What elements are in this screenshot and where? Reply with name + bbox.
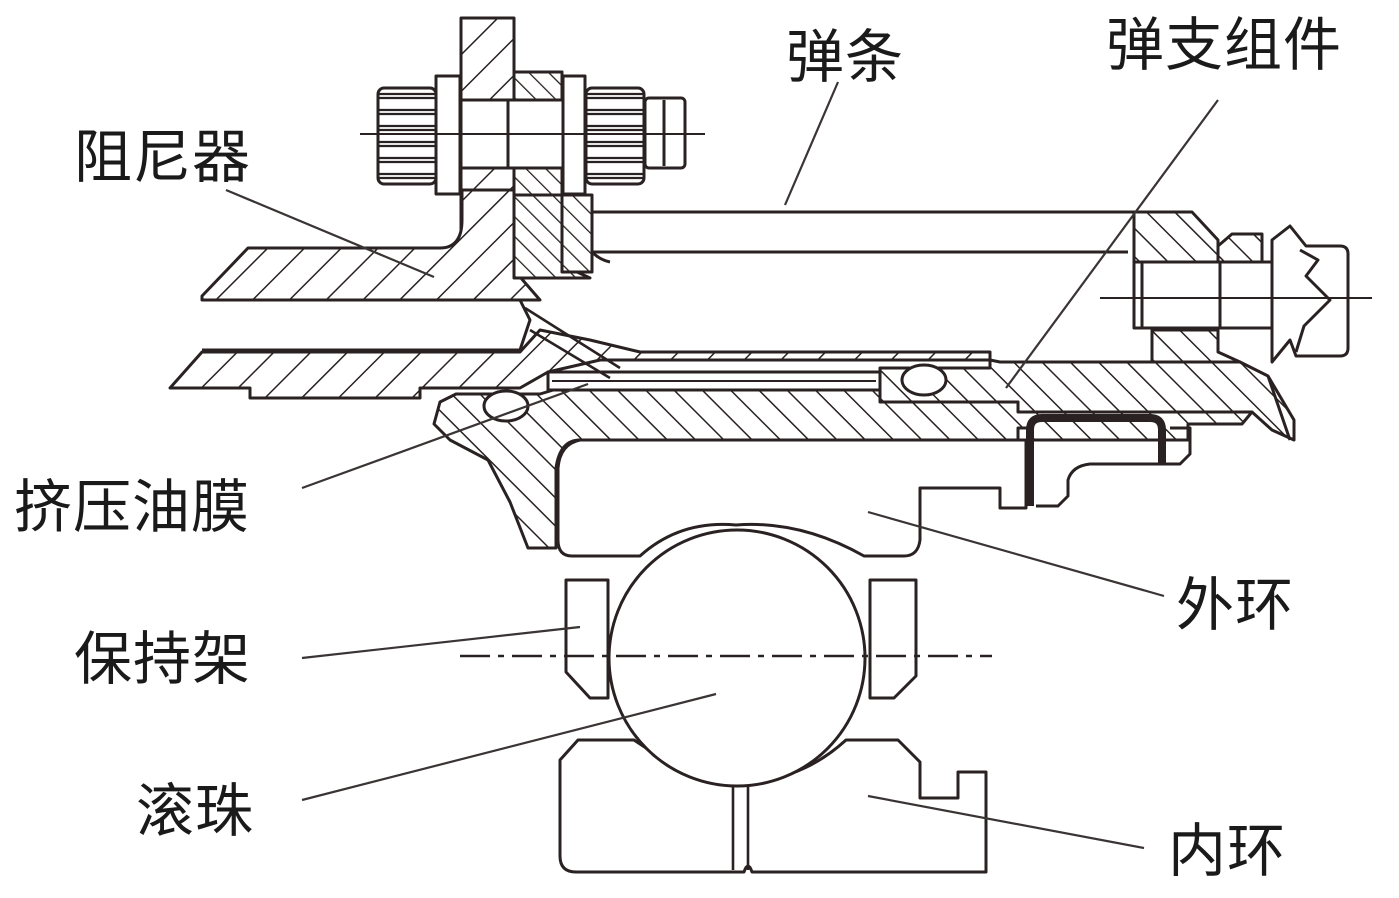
label-spring-support-assembly: 弹支组件 [1106,11,1343,79]
cage [564,578,918,700]
leader-oil-film [301,382,589,490]
label-rolling-ball: 滚珠 [136,777,255,845]
spring-support-assembly [878,210,1372,442]
label-outer-ring: 外环 [1176,571,1295,639]
label-damper: 阻尼器 [74,123,252,191]
rolling-ball [607,528,867,788]
leader-lines [225,81,1219,850]
label-inner-ring: 内环 [1168,817,1287,885]
leader-cage [301,625,581,660]
leader-damper [225,188,435,279]
top-bolt [360,74,705,196]
spring-strip [590,210,1128,264]
leader-inner-ring [867,794,1145,850]
leader-spring-strip [783,81,840,206]
seal-element [1026,414,1192,508]
leader-outer-ring [867,510,1165,598]
leader-spring-support [1005,99,1219,389]
damper-housing [168,16,992,400]
label-squeeze-oil-film: 挤压油膜 [14,473,251,541]
label-spring-strip: 弹条 [786,23,905,91]
outer-ring [556,438,1028,558]
leader-ball [301,692,717,802]
label-cage: 保持架 [74,625,252,693]
